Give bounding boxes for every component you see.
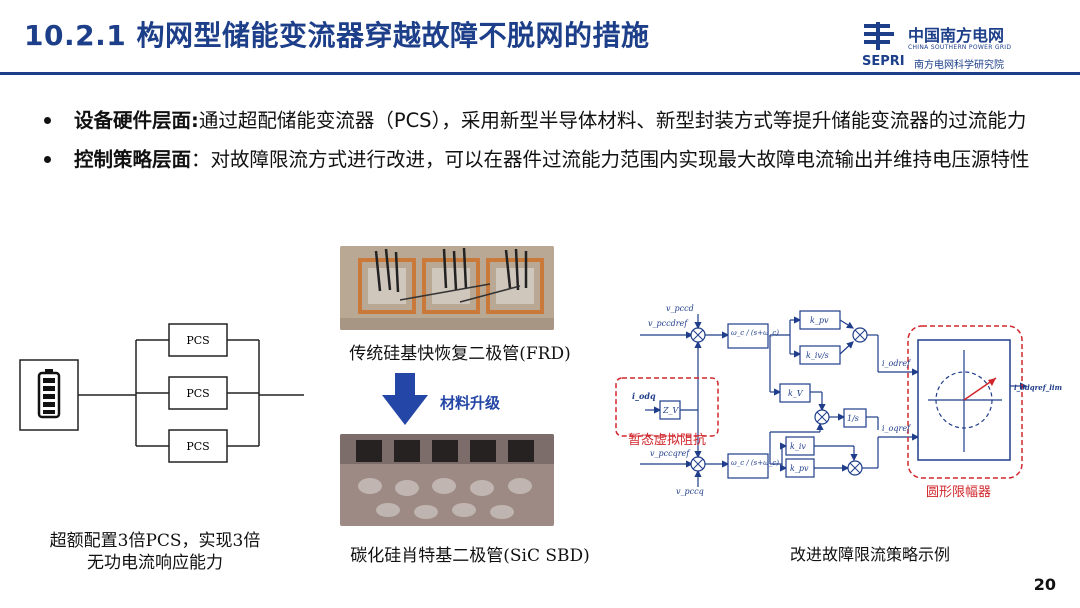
pcs-parallel-diagram: PCS PCS PCS xyxy=(19,323,304,463)
block-kivs: k_iv/s xyxy=(806,351,829,360)
page-title: 10.2.1 构网型储能变流器穿越故障不脱网的措施 xyxy=(24,19,650,52)
bullet-dot xyxy=(44,156,51,163)
virtual-impedance-label: 暂态虚拟阻抗 xyxy=(628,433,706,448)
bullet-heading: 控制策略层面 xyxy=(74,148,192,171)
signal-odref: i_odref xyxy=(882,359,912,368)
org-name-en: CHINA SOUTHERN POWER GRID xyxy=(908,44,1012,51)
control-block-diagram: v_pccd v_pccdref v_pccqref v_pccq i_odq … xyxy=(615,304,1062,500)
pcs-label: PCS xyxy=(186,334,209,347)
bullet-hardware: 设备硬件层面:通过超配储能变流器（PCS），采用新型半导体材料、新型封装方式等提… xyxy=(42,104,1052,137)
down-arrow-icon xyxy=(382,373,428,425)
signal-vpccq: v_pccq xyxy=(676,487,704,496)
sic-caption: 碳化硅肖特基二极管(SiC SBD) xyxy=(350,546,590,566)
grid-logo-icon xyxy=(864,22,894,50)
block-kv: k_V xyxy=(788,389,804,398)
bullet-control: 控制策略层面：对故障限流方式进行改进，可以在器件过流能力范围内实现最大故障电流输… xyxy=(42,143,1052,176)
sic-photo xyxy=(340,434,554,526)
battery-icon xyxy=(37,369,61,419)
frd-caption: 传统硅基快恢复二极管(FRD) xyxy=(349,344,571,364)
control-caption: 改进故障限流策略示例 xyxy=(789,545,950,564)
pcs-caption: 超额配置3倍PCS，实现3倍 无功电流响应能力 xyxy=(20,530,290,574)
block-lpf-top: ω_c / (s+ω_c) xyxy=(731,329,779,337)
block-zv: Z_V xyxy=(662,406,680,415)
signal-idq: i_odq xyxy=(632,391,656,401)
block-kpv-top: k_pv xyxy=(810,316,829,325)
institute-abbr: SEPRI xyxy=(862,54,905,69)
bullet-text: ：对故障限流方式进行改进，可以在器件过流能力范围内实现最大故障电流输出并维持电压… xyxy=(191,148,1030,171)
institute-name-cn: 南方电网科学研究院 xyxy=(914,60,1004,71)
pcs-caption-line2: 无功电流响应能力 xyxy=(87,553,223,573)
circular-limiter-label: 圆形限幅器 xyxy=(926,485,991,500)
signal-vpccd: v_pccd xyxy=(666,304,694,313)
block-integrator: 1/s xyxy=(847,414,859,423)
pcs-label: PCS xyxy=(186,440,209,453)
frd-photo xyxy=(340,246,554,330)
block-kpv-bottom: k_pv xyxy=(790,464,809,473)
material-upgrade-label: 材料升级 xyxy=(440,394,501,412)
signal-vpccqref: v_pccqref xyxy=(650,449,691,458)
pcs-box xyxy=(168,429,228,463)
page-number: 20 xyxy=(1033,575,1056,594)
signal-output: i_odqref_lim xyxy=(1014,383,1062,392)
block-lpf-bottom: ω_c / (s+ω_c) xyxy=(731,459,779,467)
pcs-caption-line1: 超额配置3倍PCS，实现3倍 xyxy=(49,531,261,551)
company-logo: 中国南方电网 CHINA SOUTHERN POWER GRID SEPRI 南… xyxy=(862,20,1072,72)
pcs-box xyxy=(168,323,228,357)
bullet-list: 设备硬件层面:通过超配储能变流器（PCS），采用新型半导体材料、新型封装方式等提… xyxy=(42,104,1052,182)
bullet-heading: 设备硬件层面: xyxy=(74,109,199,132)
org-name-cn: 中国南方电网 xyxy=(908,26,1005,45)
signal-vpccdref: v_pccdref xyxy=(648,319,689,328)
bullet-dot xyxy=(44,117,51,124)
block-kiv-bottom: k_iv xyxy=(790,442,806,451)
pcs-label: PCS xyxy=(186,387,209,400)
signal-oqref: i_oqref xyxy=(882,424,912,433)
title-divider xyxy=(0,72,1080,75)
pcs-box xyxy=(168,376,228,410)
bullet-text: 通过超配储能变流器（PCS），采用新型半导体材料、新型封装方式等提升储能变流器的… xyxy=(198,109,1027,132)
